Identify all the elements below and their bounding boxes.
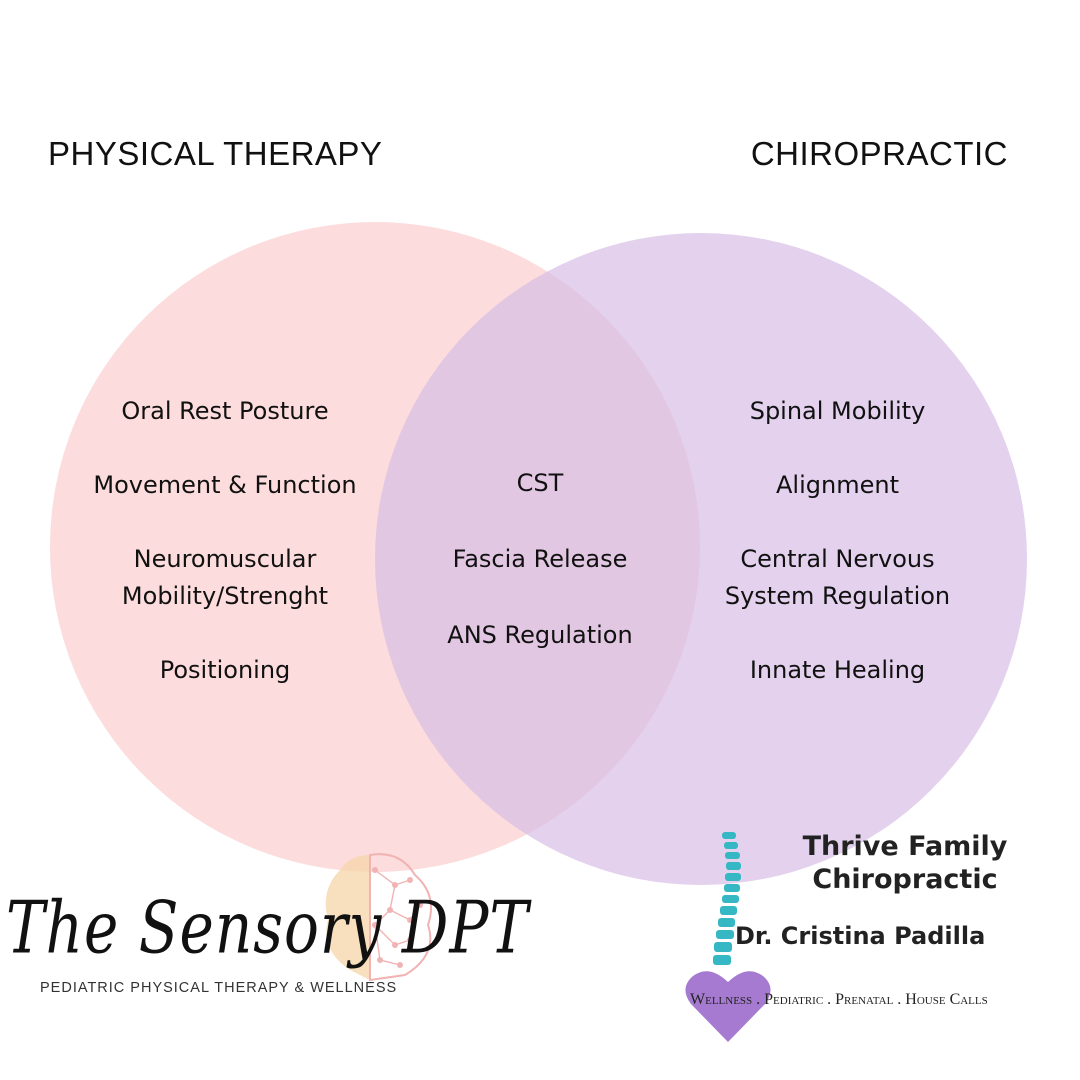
- pt-item-oral-rest-posture: Oral Rest Posture: [121, 397, 329, 425]
- pt-item-movement-function: Movement & Function: [93, 471, 357, 499]
- thrive-doctor-name: Dr. Cristina Padilla: [735, 922, 986, 950]
- overlap-item-ans-regulation: ANS Regulation: [447, 621, 633, 649]
- sensory-dpt-script-logo: The Sensory DPT: [6, 885, 530, 970]
- thrive-title: Thrive Family Chiropractic: [750, 830, 1060, 896]
- overlap-item-fascia-release: Fascia Release: [452, 545, 628, 573]
- overlap-item-cst: CST: [516, 469, 564, 497]
- chiropractic-list: Spinal Mobility Alignment Central Nervou…: [690, 0, 985, 1080]
- chiro-item-cns-regulation: Central Nervous System Regulation: [724, 545, 951, 610]
- thrive-tagline: Wellness . Pediatric . Prenatal . House …: [690, 991, 988, 1008]
- chiro-item-innate-healing: Innate Healing: [749, 656, 926, 684]
- spine-icon: [713, 832, 741, 965]
- pt-item-neuromuscular: Neuromuscular Mobility/Strenght: [121, 545, 329, 610]
- physical-therapy-heading: PHYSICAL THERAPY: [48, 135, 383, 172]
- brain-icon: [325, 853, 432, 982]
- chiropractic-heading: CHIROPRACTIC: [750, 135, 1008, 172]
- heart-icon: [685, 971, 771, 1042]
- thrive-title-line1: Thrive Family: [802, 831, 1008, 862]
- sensory-dpt-tagline: PEDIATRIC PHYSICAL THERAPY & WELLNESS: [40, 980, 398, 996]
- thrive-title-line2: Chiropractic: [812, 864, 998, 895]
- sensory-dpt-logo: The Sensory DPT PEDIATRIC PHYSICAL THERA…: [0, 845, 528, 1005]
- physical-therapy-list: Oral Rest Posture Movement & Function Ne…: [75, 0, 375, 1080]
- chiro-item-alignment: Alignment: [776, 471, 899, 499]
- chiro-item-spinal-mobility: Spinal Mobility: [749, 397, 926, 425]
- chiropractic-circle: [375, 233, 1027, 885]
- pt-item-positioning: Positioning: [159, 656, 291, 684]
- overlap-list: CST Fascia Release ANS Regulation: [410, 0, 670, 1080]
- thrive-chiropractic-logo: Thrive Family Chiropractic Dr. Cristina …: [680, 828, 1080, 1058]
